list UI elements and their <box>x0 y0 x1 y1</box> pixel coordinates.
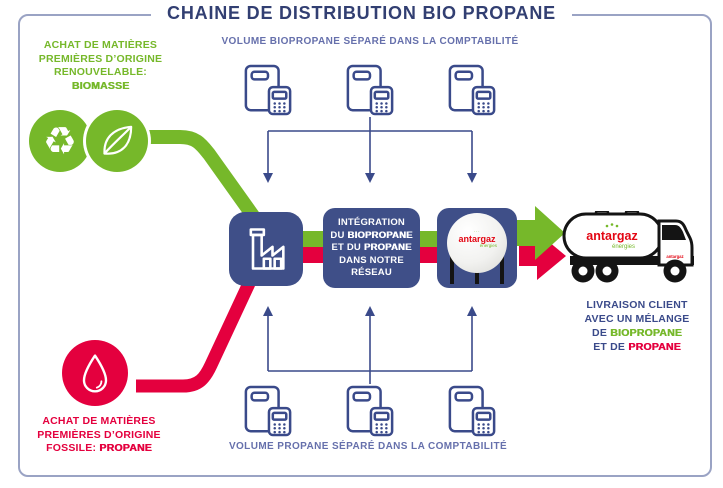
delivery-arrow-green <box>516 206 565 260</box>
ledger-calculator-icon <box>345 63 395 117</box>
fossil-source-label: ACHAT DE MATIÈRES PREMIÈRES D’ORIGINE FO… <box>37 415 161 454</box>
propane-word: PROPANE <box>99 442 152 454</box>
svg-text:antargaz: antargaz <box>666 254 683 259</box>
accounting-arrowheads-bottom <box>263 306 477 316</box>
flow-connectors <box>301 231 439 263</box>
accounting-arrows-bottom <box>267 315 473 384</box>
biomass-flow-line <box>140 130 262 225</box>
droplet-icon <box>62 340 128 406</box>
ledger-calculator-icon <box>447 384 497 438</box>
ledger-calculator-icon <box>447 63 497 117</box>
ledger-calculator-icon <box>345 384 395 438</box>
recycle-icon: ♻ <box>29 110 91 172</box>
antargaz-logo: ∙∙∙ antargaz énergies <box>458 229 497 248</box>
tank-leg <box>500 252 504 284</box>
integration-box: INTÉGRATION DU BIOPROPANE ET DU PROPANE … <box>323 208 420 288</box>
biomass-word: BIOMASSE <box>71 79 130 92</box>
delivery-client-label: LIVRAISON CLIENT AVEC UN MÉLANGE DE BIOP… <box>584 299 690 353</box>
leaf-icon <box>86 110 148 172</box>
svg-text:énergies: énergies <box>612 244 635 250</box>
propane-accounting-label: VOLUME PROPANE SÉPARÉ DANS LA COMPTABILI… <box>228 441 508 452</box>
page-title: CHAINE DE DISTRIBUTION BIO PROPANE <box>151 3 572 24</box>
svg-text:antargaz: antargaz <box>586 229 637 243</box>
factory-icon <box>249 228 285 270</box>
accounting-arrows-top <box>267 117 473 174</box>
storage-sphere-box: ∙∙∙ antargaz énergies <box>437 208 517 288</box>
biopropane-accounting-label: VOLUME BIOPROPANE SÉPARÉ DANS LA COMPTAB… <box>221 36 519 47</box>
tanker-truck-icon: antargaz énergies antargaz <box>562 211 694 283</box>
ledger-calculator-icon <box>243 384 293 438</box>
renewable-source-label: ACHAT DE MATIÈRES PREMIÈRES D’ORIGINE RE… <box>18 39 183 93</box>
ledger-calculator-icon <box>243 63 293 117</box>
tank-leg <box>450 252 454 284</box>
title-bar: CHAINE DE DISTRIBUTION BIO PROPANE <box>0 3 723 24</box>
factory-box <box>229 212 303 286</box>
gas-sphere-icon: ∙∙∙ antargaz énergies <box>447 213 507 273</box>
propane-flow-line <box>136 274 258 393</box>
accounting-arrowheads-top <box>263 173 477 183</box>
delivery-arrow-red <box>519 232 566 280</box>
